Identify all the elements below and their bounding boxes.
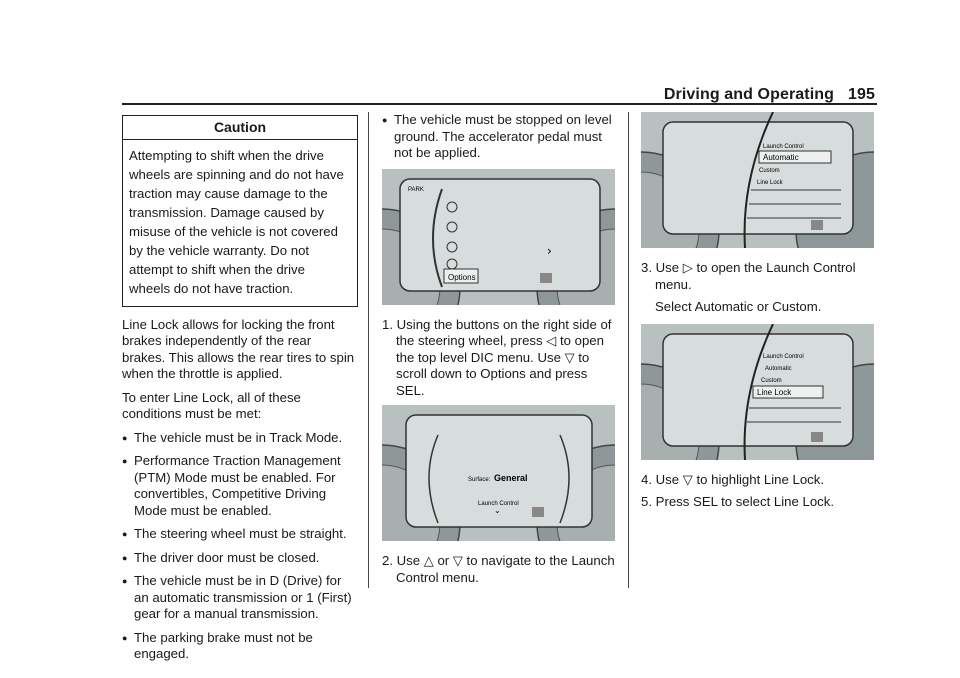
step-1: 1. Using the buttons on the right side o… — [382, 317, 618, 400]
menu-item: Line Lock — [757, 180, 784, 186]
condition-item: The steering wheel must be straight. — [122, 526, 358, 543]
surface-value: General — [494, 473, 528, 483]
step-3-sub: Select Automatic or Custom. — [655, 299, 822, 314]
options-label: Options — [448, 273, 476, 282]
step-1-text-c: to scroll down to Options and press SEL. — [396, 349, 590, 398]
dic-line-lock-figure: Launch Control Automatic Custom Line Loc… — [641, 323, 874, 460]
condition-item: The vehicle must be in D (Drive) for an … — [122, 573, 358, 623]
condition-item: The vehicle must be in Track Mode. — [122, 430, 358, 447]
down-arrow-icon: ▽ — [682, 471, 693, 487]
step-3-text-b: to open the Launch Control menu. — [655, 260, 856, 292]
right-arrow-icon: ▷ — [682, 260, 693, 275]
column-2: The vehicle must be stopped on level gro… — [382, 112, 618, 592]
up-arrow-icon: △ — [423, 553, 434, 568]
step-1-text-b: to open the top level DIC menu. Use — [396, 333, 604, 365]
header-rule — [122, 103, 877, 105]
step-3-text-a: 3. Use — [641, 260, 680, 275]
step-1-text-a: 1. Using the buttons on the right side o… — [382, 316, 612, 349]
column-3: Launch Control Automatic Custom Line Loc… — [641, 112, 877, 517]
dic-options-figure: Options PARK › — [382, 168, 615, 305]
page-number: 195 — [848, 86, 875, 103]
surface-label: Surface: — [468, 477, 491, 483]
caution-text: Attempting to shift when the drive wheel… — [129, 147, 344, 296]
step-2-text-or: or — [437, 553, 450, 568]
step-2: 2. Use △ or ▽ to navigate to the Launch … — [382, 553, 618, 586]
menu-item: Line Lock — [757, 388, 792, 397]
menu-item: Automatic — [765, 366, 792, 372]
section-title: Driving and Operating — [663, 86, 834, 103]
step-3: 3. Use ▷ to open the Launch Control menu… — [641, 260, 877, 293]
menu-item: Automatic — [763, 153, 799, 162]
caution-title: Caution — [123, 119, 357, 140]
step-4-text-a: 4. Use — [641, 471, 680, 487]
conditions-intro: To enter Line Lock, all of these conditi… — [122, 389, 301, 422]
menu-item: Custom — [759, 168, 780, 174]
condition-item: The parking brake must not be engaged. — [122, 630, 358, 663]
page-header: Driving and Operating 195 — [640, 86, 875, 104]
svg-text:›: › — [547, 244, 552, 258]
dic-launch-control-menu-figure: Launch Control Automatic Custom Line Loc… — [641, 112, 874, 248]
menu-title: Launch Control — [763, 144, 804, 150]
condition-item: Performance Traction Management (PTM) Mo… — [122, 453, 358, 519]
down-arrow-icon: ▽ — [564, 349, 575, 365]
condition-item: The vehicle must be stopped on level gro… — [382, 112, 618, 162]
step-2-text-a: 2. Use — [382, 553, 421, 568]
caution-box: Caution Attempting to shift when the dri… — [122, 115, 358, 307]
step-5: 5. Press SEL to select Line Lock. — [641, 494, 835, 509]
svg-text:⌄: ⌄ — [494, 506, 501, 515]
column-divider-1 — [368, 112, 369, 588]
step-2-text-b: to navigate to the Launch Control menu. — [396, 553, 615, 585]
left-arrow-icon: ◁ — [546, 333, 557, 348]
menu-item: Custom — [761, 378, 782, 384]
step-4-text-b: to highlight Line Lock. — [696, 471, 825, 487]
dic-launch-control-nav-figure: Surface: General Launch Control ⌄ — [382, 405, 615, 541]
down-arrow-icon: ▽ — [452, 553, 463, 568]
park-label: PARK — [408, 187, 424, 193]
column-divider-2 — [628, 112, 629, 588]
intro-paragraph: Line Lock allows for locking the front b… — [122, 316, 355, 382]
menu-title: Launch Control — [763, 354, 804, 360]
launch-control-label: Launch Control — [478, 501, 519, 507]
column-1: Caution Attempting to shift when the dri… — [122, 115, 358, 670]
step-4: 4. Use ▽ to highlight Line Lock. — [641, 472, 877, 489]
condition-item: The driver door must be closed. — [122, 550, 358, 567]
